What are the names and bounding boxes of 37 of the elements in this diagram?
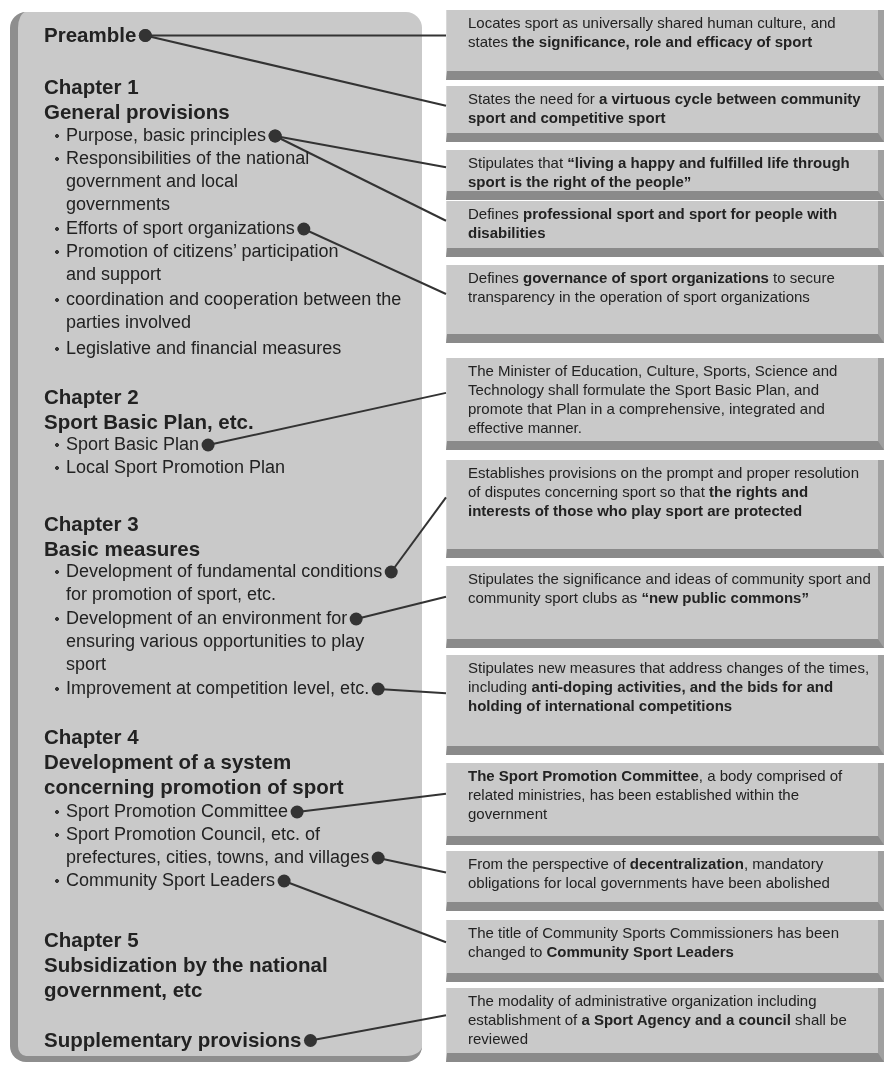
section-heading: Preamble [44, 22, 137, 47]
note-card: Defines professional sport and sport for people with disabilities [446, 201, 884, 257]
chapter-heading: Chapter 2 [44, 384, 139, 409]
leader-line [201, 391, 447, 452]
chapter-heading: Development of a system concerning promotion of sport [44, 749, 345, 799]
leader-line [277, 874, 447, 944]
leader-line [371, 851, 447, 874]
note-card: Locates sport as universally shared human culture, and states the significance, role and efficacy of sport [446, 10, 884, 80]
leader-line [303, 1014, 447, 1047]
chapter-heading: Basic measures [44, 536, 201, 561]
leader-line [297, 222, 447, 295]
leader-line [384, 496, 447, 579]
leader-line [371, 682, 447, 696]
note-card: From the perspective of decentralization, mandatory obligations for local governments have been abolished [446, 851, 884, 911]
note-card: The modality of administrative organization including establishment of a Sport Agency and a council shall be reviewed [446, 988, 884, 1062]
note-card: The Sport Promotion Committee, a body comprised of related ministries, has been established within the government [446, 763, 884, 845]
chapter-heading: Chapter 4 [44, 724, 139, 749]
panel-background [10, 12, 422, 1062]
chapter-heading: Chapter 5 [44, 927, 139, 952]
chapter-heading: General provisions [44, 99, 230, 124]
note-card: Stipulates the significance and ideas of community sport and community sport clubs as “new public commons” [446, 566, 884, 648]
leader-line [138, 29, 447, 107]
chapter-heading: Chapter 3 [44, 511, 139, 536]
note-card: Establishes provisions on the prompt and proper resolution of disputes concerning sport so that the rights and interests of those who play sport are protected [446, 460, 884, 558]
section-heading: Supplementary provisions [44, 1027, 302, 1052]
note-card: States the need for a virtuous cycle between community sport and competitive sport [446, 86, 884, 142]
leader-line [290, 792, 447, 819]
note-card: Stipulates that “living a happy and fulfilled life through sport is the right of the people” [446, 150, 884, 200]
note-card: The Minister of Education, Culture, Sports, Science and Technology shall formulate the Sport Basic Plan, and promote that Plan in a comprehensive, integrated and effective manner. [446, 358, 884, 450]
chapter-heading: Sport Basic Plan, etc. [44, 409, 254, 434]
chapter-heading: Subsidization by the national government, etc [44, 952, 329, 1002]
note-card: Stipulates new measures that address changes of the times, including anti-doping activities, and the bids for and holding of international competitions [446, 655, 884, 755]
chapter-heading: Chapter 1 [44, 74, 139, 99]
leader-line [268, 129, 447, 222]
note-card: Defines governance of sport organizations to secure transparency in the operation of sport organizations [446, 265, 884, 343]
leader-line [349, 595, 447, 626]
note-card: The title of Community Sports Commissioners has been changed to Community Sport Leaders [446, 920, 884, 982]
